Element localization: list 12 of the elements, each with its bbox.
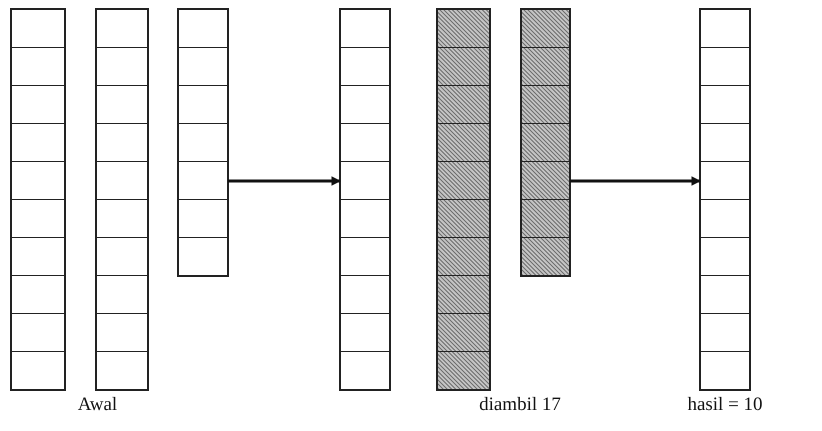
stacked-block-column xyxy=(521,9,570,276)
arrow xyxy=(228,176,341,186)
caption-text: hasil = 10 xyxy=(687,393,763,417)
stacked-block-column xyxy=(437,9,490,390)
caption-text: Awal xyxy=(78,393,118,417)
stacked-block-column xyxy=(700,9,750,390)
arrow xyxy=(570,176,701,186)
stacked-block-column xyxy=(96,9,148,390)
caption-text: diambil 17 xyxy=(479,393,561,417)
stacked-block-column xyxy=(11,9,65,390)
stacked-block-column xyxy=(340,9,390,390)
stacked-block-column xyxy=(178,9,228,276)
